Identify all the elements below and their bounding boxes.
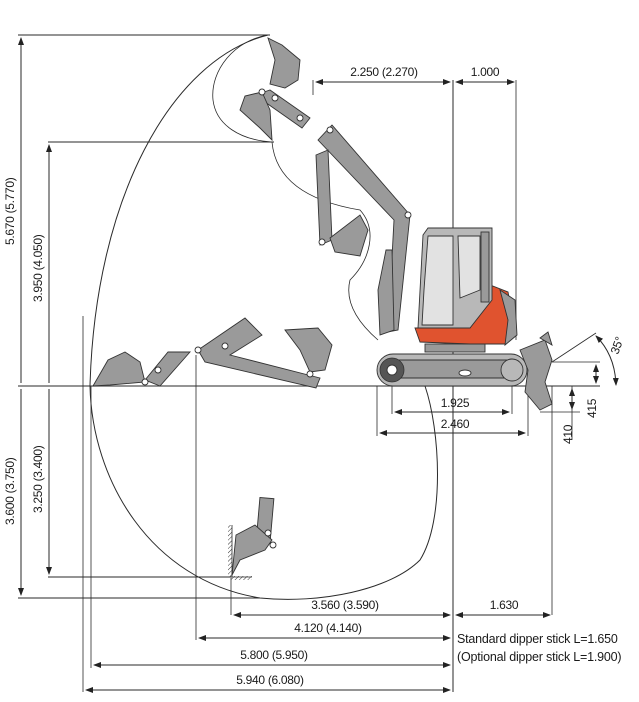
- label-vertical-wall-depth: 3.250 (3.400): [31, 445, 45, 513]
- label-blade-depth: 410: [561, 424, 575, 444]
- bucket-top-upper: [267, 37, 301, 89]
- bucket-top-lower: [239, 91, 273, 142]
- bucket-arc-top: [212, 34, 273, 143]
- label-dump-reach: 4.120 (4.140): [294, 621, 362, 635]
- label-max-dig-depth: 3.600 (3.750): [3, 457, 17, 525]
- boom: [317, 124, 411, 333]
- note-optional-dipper: (Optional dipper stick L=1.900): [457, 650, 621, 664]
- arm-wall-position: [228, 496, 277, 580]
- bucket-ground: [92, 351, 146, 387]
- excavator-machine: [315, 124, 553, 411]
- label-max-dig-height: 5.670 (5.770): [3, 177, 17, 245]
- idler: [500, 358, 524, 382]
- label-blade-distance: 1.630: [490, 598, 519, 612]
- label-blade-lift: 415: [585, 398, 599, 418]
- arm-extended-position: [194, 317, 333, 389]
- bucket-extended: [284, 327, 333, 373]
- label-front-swing: 2.250 (2.270): [350, 65, 418, 79]
- label-tail-swing: 1.000: [471, 65, 500, 79]
- arm: [315, 149, 333, 246]
- label-wall-reach: 3.560 (3.590): [311, 598, 379, 612]
- label-track-length: 2.460: [441, 417, 470, 431]
- cab-front-window: [421, 235, 454, 326]
- bucket-wall: [231, 524, 273, 576]
- blade-angle-arc: [595, 335, 619, 386]
- dozer-blade: [519, 339, 553, 411]
- cab-side-window: [457, 235, 481, 299]
- arm-top-position: [239, 37, 311, 142]
- bucket-mid: [329, 214, 369, 257]
- label-ground-reach: 5.800 (5.950): [240, 648, 308, 662]
- wall-hatch: [228, 525, 232, 577]
- blade-angle-line: [551, 332, 597, 363]
- bucket-arc-mid: [271, 141, 379, 341]
- label-tumbler-distance: 1.925: [441, 396, 470, 410]
- note-standard-dipper: Standard dipper stick L=1.650: [457, 632, 618, 646]
- arm-ground-position: [92, 351, 191, 387]
- label-blade-angle: 35°: [608, 335, 627, 356]
- working-range-envelope: [89, 34, 438, 600]
- label-max-dump-height: 3.950 (4.050): [31, 234, 45, 302]
- label-max-reach: 5.940 (6.080): [236, 673, 304, 687]
